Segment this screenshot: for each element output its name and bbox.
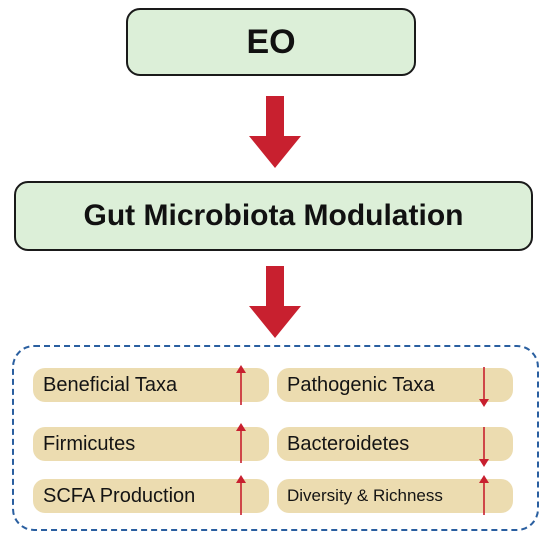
effect-label: Firmicutes — [43, 432, 136, 455]
effect-label: Bacteroidetes — [287, 432, 410, 455]
arrow-down-icon — [249, 266, 301, 338]
effect-scfa-production: SCFA Production — [33, 479, 269, 513]
effect-pathogenic-taxa: Pathogenic Taxa — [277, 368, 513, 402]
effect-beneficial-taxa: Beneficial Taxa — [33, 368, 269, 402]
arrow-up-icon — [236, 365, 246, 405]
arrow-shape — [249, 266, 301, 338]
effect-diversity-richness: Diversity & Richness — [277, 479, 513, 513]
arrow-down-icon — [249, 96, 301, 168]
gut-microbiota-modulation-label: Gut Microbiota Modulation — [83, 199, 464, 232]
effect-label: SCFA Production — [43, 484, 196, 507]
arrow-down-icon — [479, 427, 489, 467]
eo-label: EO — [246, 22, 296, 61]
arrow-up-icon — [236, 423, 246, 463]
effect-label: Diversity & Richness — [287, 486, 443, 505]
arrow-up-icon — [479, 475, 489, 515]
effects-panel — [12, 345, 539, 531]
arrow-up-icon — [236, 475, 246, 515]
arrow-down-icon — [479, 367, 489, 407]
arrow-shape — [249, 96, 301, 168]
gut-microbiota-modulation-box: Gut Microbiota Modulation — [14, 181, 533, 251]
effect-label: Beneficial Taxa — [43, 373, 178, 396]
effect-label: Pathogenic Taxa — [287, 373, 435, 396]
effect-firmicutes: Firmicutes — [33, 427, 269, 461]
eo-box: EO — [126, 8, 416, 76]
effect-bacteroidetes: Bacteroidetes — [277, 427, 513, 461]
